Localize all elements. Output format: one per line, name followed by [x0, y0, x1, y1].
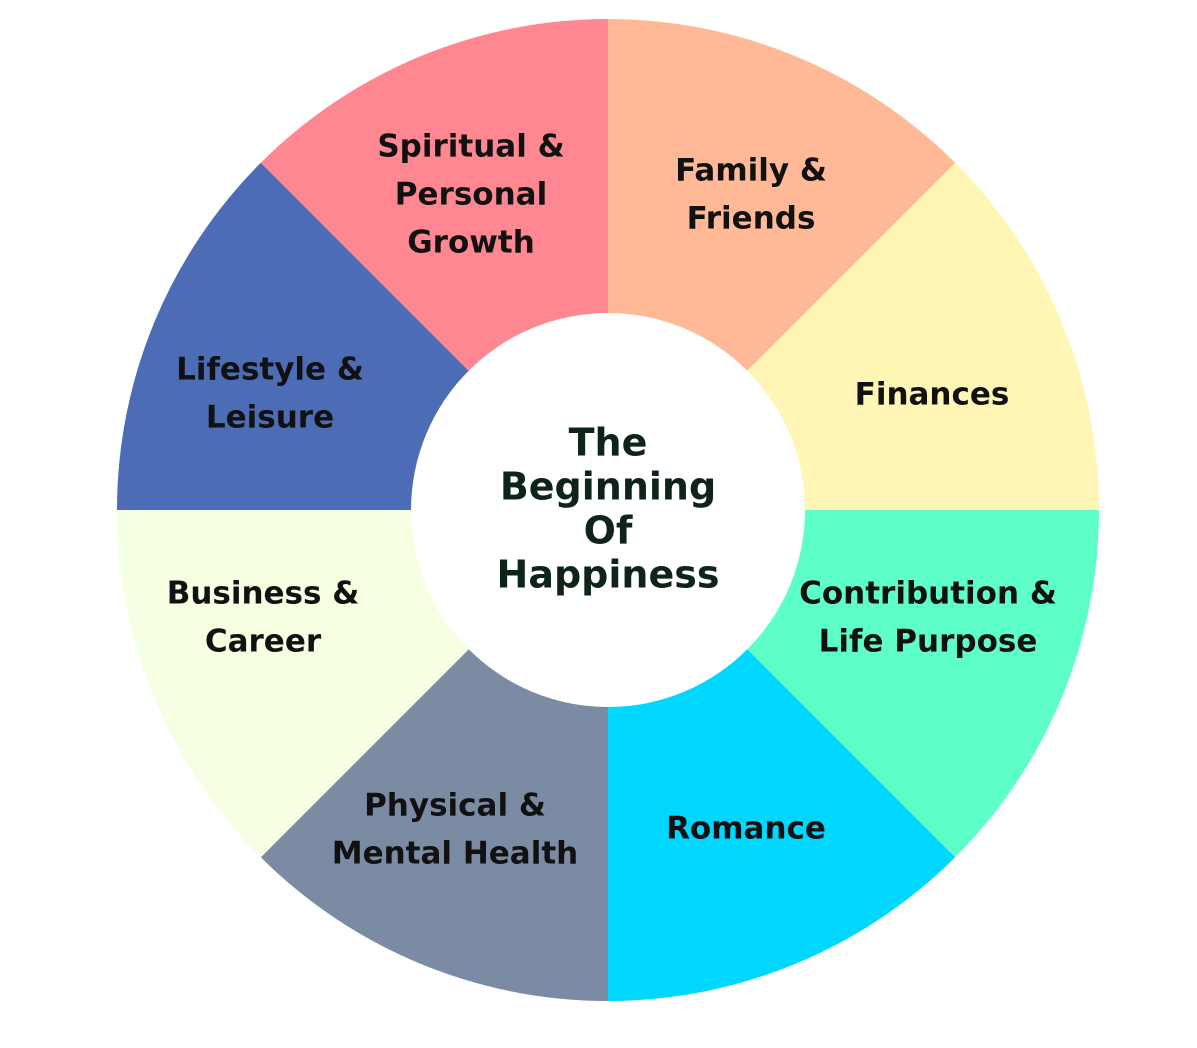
label-romance: Romance [666, 811, 826, 847]
label-line: Lifestyle & [176, 352, 364, 388]
label-line: Physical & [364, 788, 546, 824]
label-line: Mental Health [332, 836, 579, 872]
center-hub [411, 313, 805, 707]
label-line: Personal [395, 177, 547, 213]
center-title-line: Happiness [497, 553, 720, 597]
label-line: Business & [167, 576, 360, 612]
label-finances: Finances [855, 377, 1010, 413]
label-line: Finances [855, 377, 1010, 413]
label-line: Career [205, 624, 322, 660]
label-line: Friends [687, 201, 816, 237]
center-title-line: Beginning [500, 465, 716, 509]
label-line: Leisure [206, 400, 334, 436]
center-title-line: Of [584, 509, 633, 553]
label-line: Romance [666, 811, 826, 847]
label-line: Family & [675, 153, 827, 189]
label-line: Growth [407, 225, 535, 261]
label-contribution-life-purpose: Contribution & Life Purpose [799, 576, 1057, 660]
label-lifestyle-leisure: Lifestyle & Leisure [176, 352, 364, 436]
label-family-friends: Family & Friends [675, 153, 827, 237]
label-line: Contribution & [799, 576, 1057, 612]
label-line: Life Purpose [819, 624, 1038, 660]
label-business-career: Business & Career [167, 576, 360, 660]
label-physical-mental-health: Physical & Mental Health [332, 788, 579, 872]
label-line: Spiritual & [377, 129, 564, 165]
center-title-line: The [569, 421, 648, 465]
